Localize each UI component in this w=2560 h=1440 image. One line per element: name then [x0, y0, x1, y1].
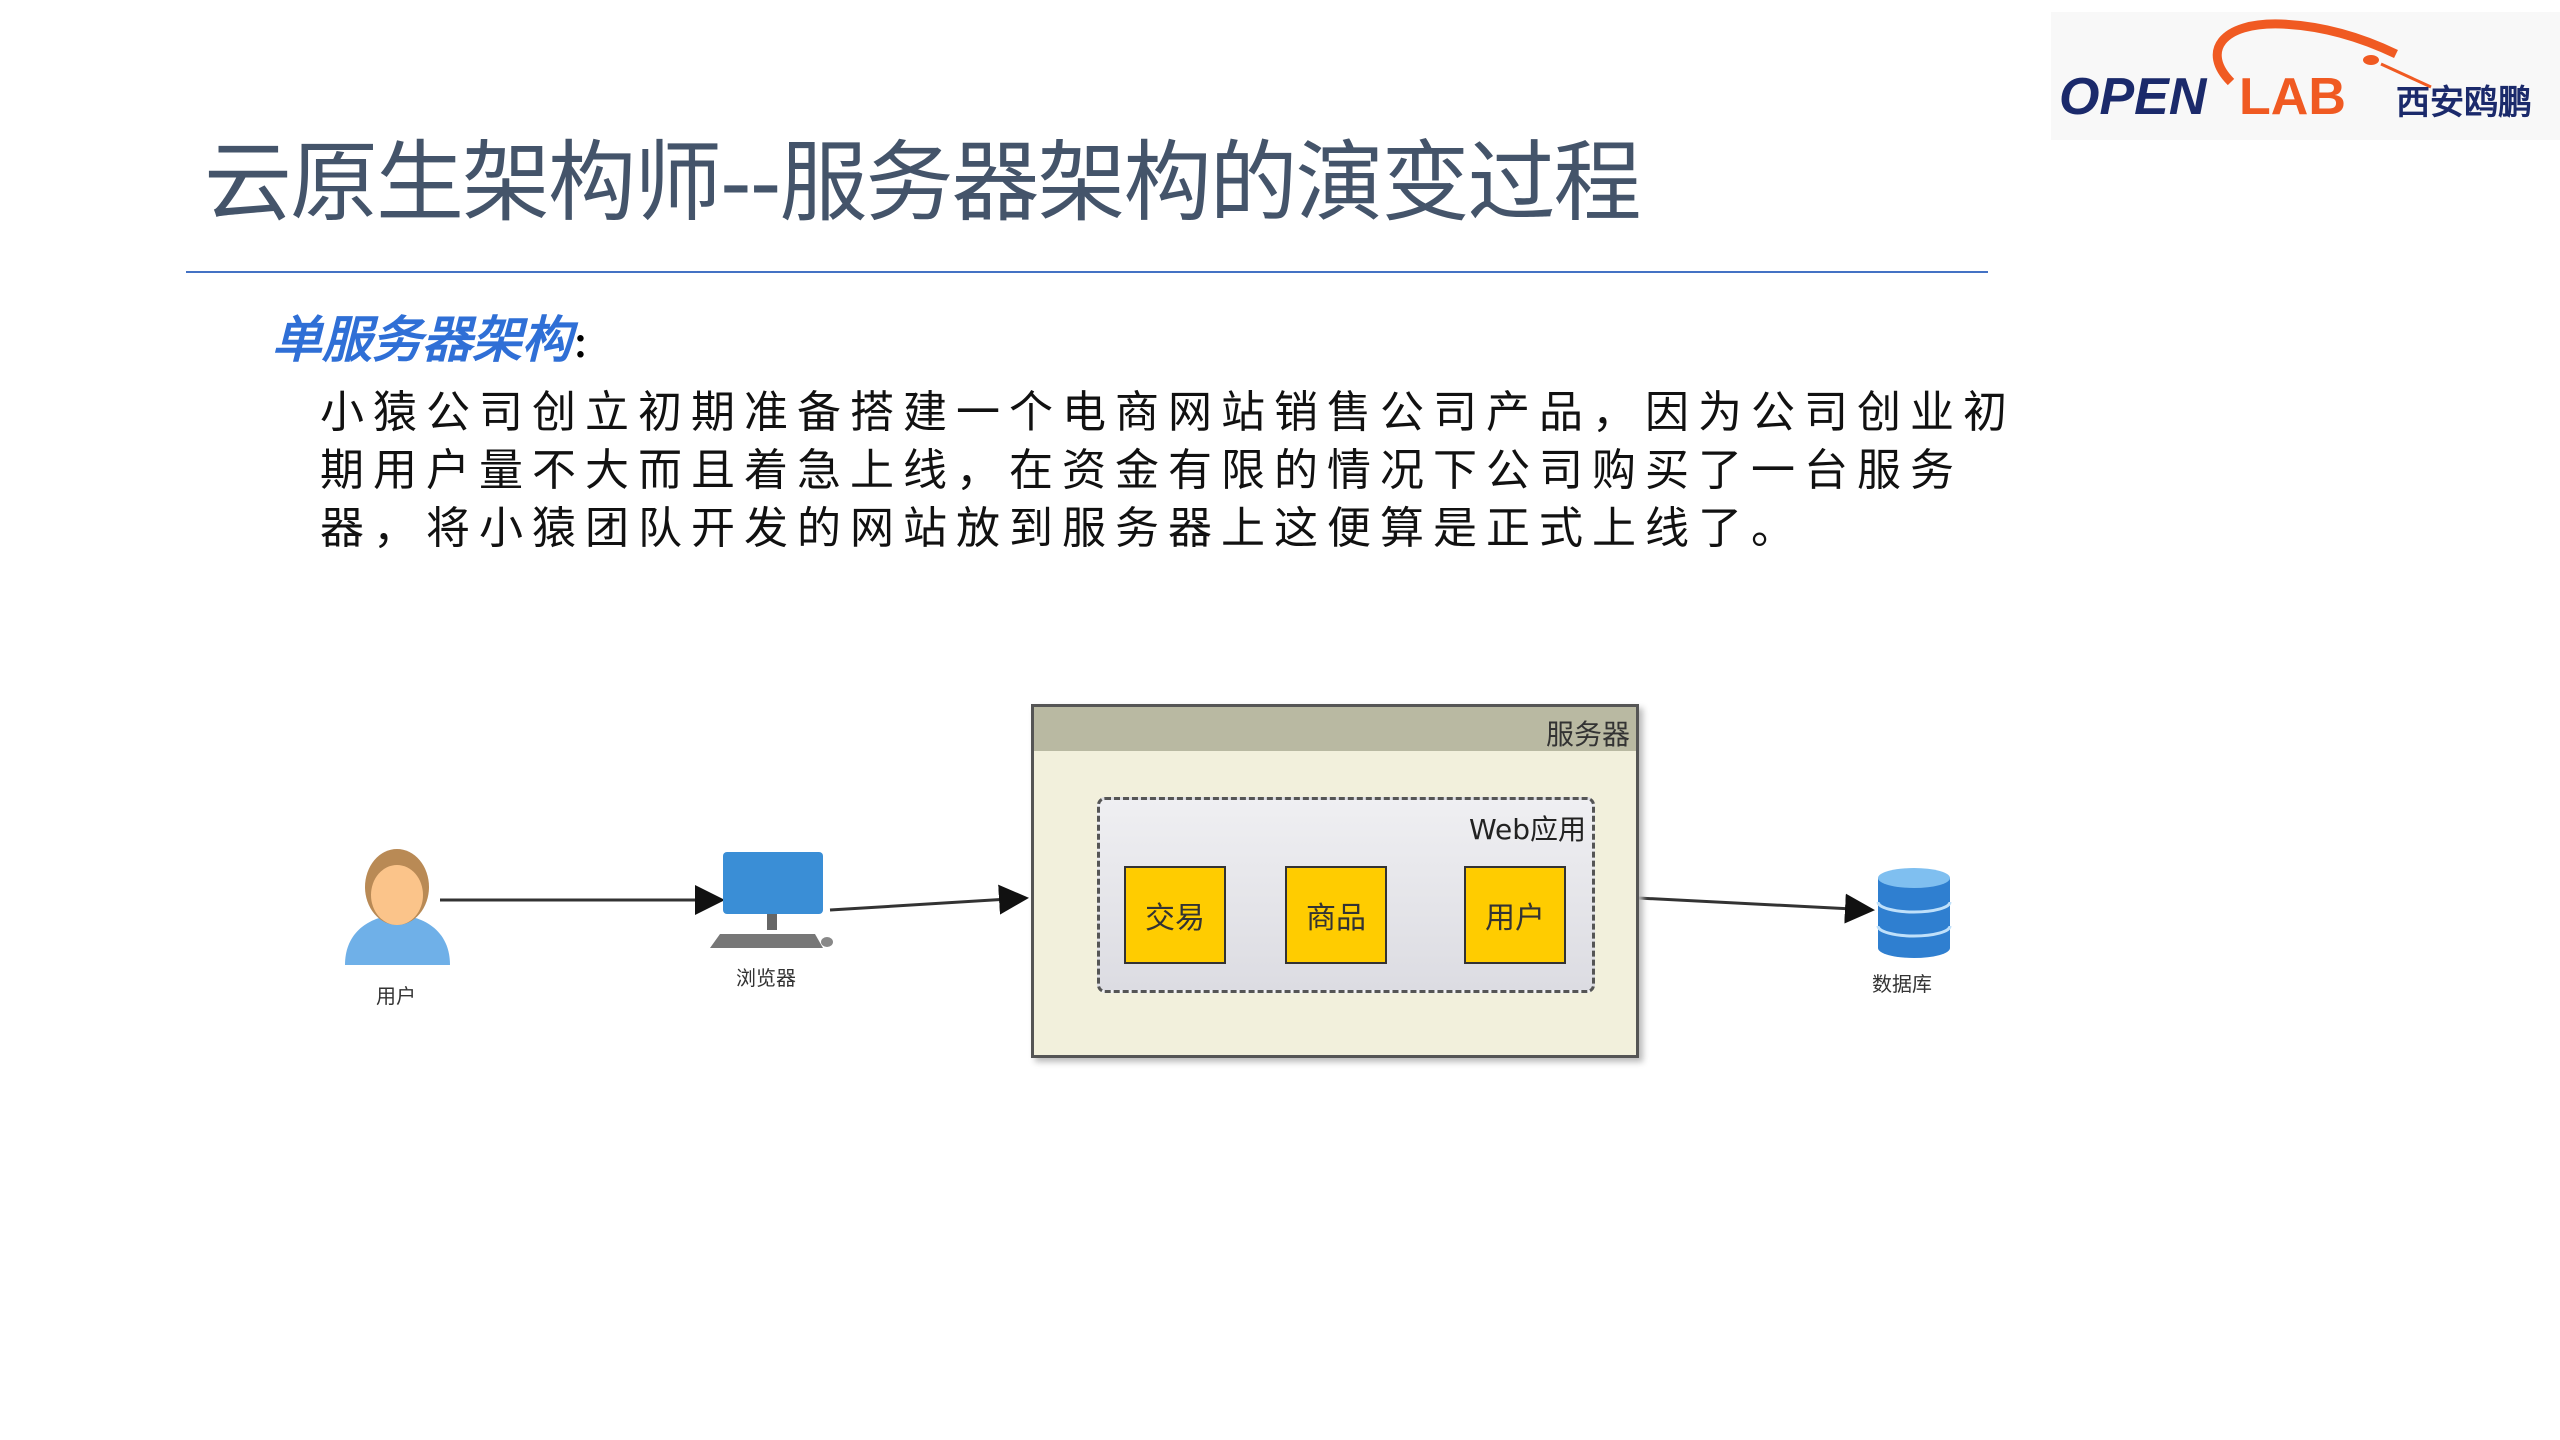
section-body: 小猿公司创立初期准备搭建一个电商网站销售公司产品，因为公司创业初期用户量不大而且… [320, 387, 2016, 554]
openlab-logo: OPEN LAB 西安鸥鹏 [2051, 12, 2560, 140]
user-label: 用户 [376, 984, 416, 1008]
arrow-browser-server [829, 884, 1029, 915]
heading-text: 单服务器架构 [272, 310, 572, 369]
page-title: 云原生架构师--服务器架构的演变过程 [204, 131, 1642, 234]
svg-text:西安鸥鹏: 西安鸥鹏 [2396, 83, 2532, 123]
web-app-box: Web应用 交易 商品 用户 [1097, 797, 1595, 993]
user-icon [345, 849, 450, 965]
server-header [1034, 707, 1636, 751]
browser-label: 浏览器 [736, 966, 796, 990]
title-divider [186, 271, 1988, 273]
database-label: 数据库 [1872, 972, 1932, 996]
computer-icon [710, 852, 833, 948]
section-heading: 单服务器架构: [272, 300, 589, 372]
web-app-label: Web应用 [1468, 813, 1586, 846]
server-label: 服务器 [1545, 718, 1630, 751]
database-icon [1876, 868, 1952, 958]
module-trade: 交易 [1124, 866, 1226, 964]
heading-colon: : [572, 311, 589, 369]
module-user: 用户 [1464, 866, 1566, 964]
arrow-server-db [1637, 893, 1875, 924]
module-product: 商品 [1285, 866, 1387, 964]
server-box: 服务器 Web应用 交易 商品 用户 [1031, 704, 1639, 1058]
svg-text:LAB: LAB [2239, 68, 2346, 126]
svg-text:OPEN: OPEN [2059, 68, 2208, 126]
